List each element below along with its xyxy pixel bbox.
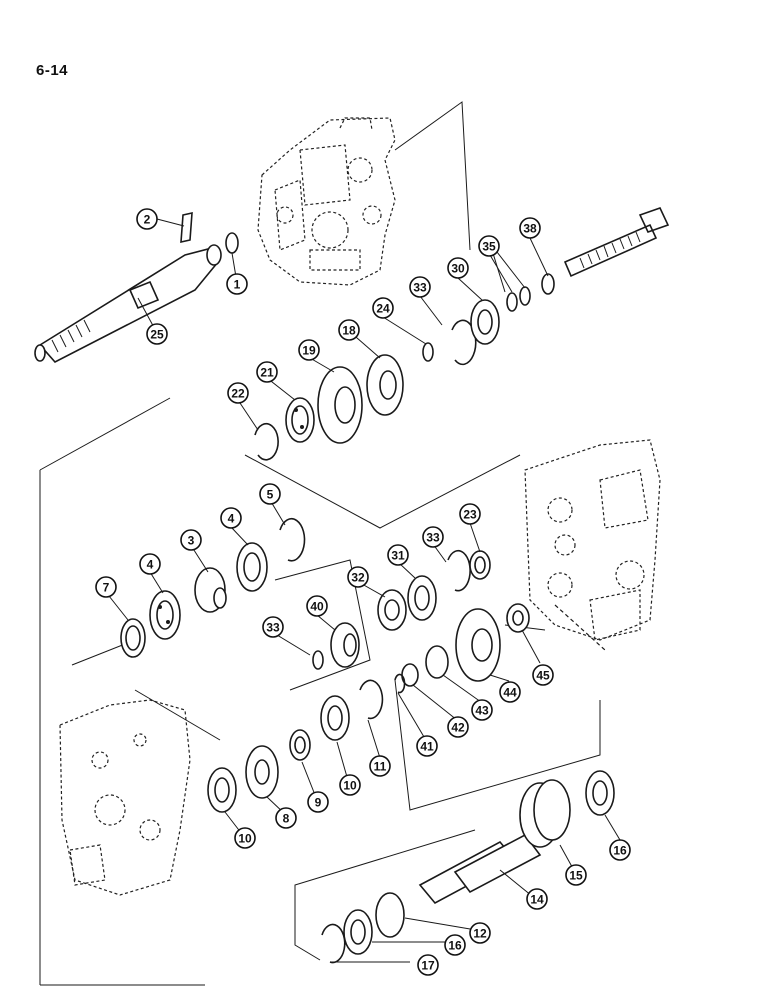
callout-23: 23	[459, 503, 481, 525]
callout-40: 40	[306, 595, 328, 617]
callout-layer: 2125383530332418192122543472333313240334…	[95, 208, 631, 976]
right-housing-illustration	[524, 439, 661, 641]
callout-31: 31	[387, 544, 409, 566]
callout-3: 3	[180, 529, 202, 551]
callout-33: 33	[262, 616, 284, 638]
callout-number: 19	[302, 344, 316, 358]
callout-41: 41	[416, 735, 438, 757]
callout-number: 44	[503, 686, 517, 700]
callout-number: 32	[351, 571, 365, 585]
callout-number: 45	[536, 669, 550, 683]
callout-1: 1	[226, 273, 248, 295]
callout-18: 18	[338, 319, 360, 341]
callout-number: 30	[451, 262, 465, 276]
lower-housing-illustration	[59, 699, 191, 896]
callout-4: 4	[220, 507, 242, 529]
callout-number: 16	[448, 939, 462, 953]
callout-24: 24	[372, 297, 394, 319]
callout-35: 35	[478, 235, 500, 257]
callout-8: 8	[275, 807, 297, 829]
callout-15: 15	[565, 864, 587, 886]
callout-number: 43	[475, 704, 489, 718]
callout-14: 14	[526, 888, 548, 910]
callout-number: 12	[473, 927, 487, 941]
callout-33: 33	[422, 526, 444, 548]
leader-lines	[108, 218, 621, 963]
callout-17: 17	[417, 954, 439, 976]
callout-number: 21	[260, 366, 274, 380]
callout-43: 43	[471, 699, 493, 721]
callout-number: 24	[376, 302, 390, 316]
callout-12: 12	[469, 922, 491, 944]
callout-number: 35	[482, 240, 496, 254]
callout-number: 11	[374, 760, 387, 774]
callout-number: 25	[150, 328, 164, 342]
callout-number: 42	[451, 721, 465, 735]
callout-42: 42	[447, 716, 469, 738]
callout-38: 38	[519, 217, 541, 239]
callout-number: 4	[228, 512, 235, 526]
callout-number: 40	[310, 600, 324, 614]
callout-number: 10	[343, 779, 357, 793]
callout-16: 16	[444, 934, 466, 956]
callout-33: 33	[409, 276, 431, 298]
callout-number: 17	[421, 959, 435, 973]
callout-number: 14	[530, 893, 544, 907]
output-shaft-assembly	[321, 770, 615, 964]
callout-number: 41	[420, 740, 434, 754]
middle-gear-stack	[120, 517, 530, 813]
input-shaft	[34, 244, 222, 363]
callout-30: 30	[447, 257, 469, 279]
callout-2: 2	[136, 208, 158, 230]
callout-number: 15	[569, 869, 583, 883]
callout-number: 9	[315, 796, 322, 810]
callout-number: 4	[147, 558, 154, 572]
callout-7: 7	[95, 576, 117, 598]
housing-leader-top	[394, 101, 471, 251]
callout-10: 10	[234, 827, 256, 849]
callout-number: 3	[188, 534, 195, 548]
upper-gear-stack	[254, 273, 555, 461]
callout-number: 18	[342, 324, 356, 338]
callout-number: 22	[231, 387, 245, 401]
upper-right-shaft	[563, 207, 670, 278]
callout-25: 25	[146, 323, 168, 345]
callout-number: 10	[238, 832, 252, 846]
callout-32: 32	[347, 566, 369, 588]
callout-19: 19	[298, 339, 320, 361]
callout-number: 38	[523, 222, 537, 236]
callout-16: 16	[609, 839, 631, 861]
callout-9: 9	[307, 791, 329, 813]
pin	[180, 211, 193, 244]
callout-4: 4	[139, 553, 161, 575]
snap-ring	[225, 232, 239, 254]
callout-11: 11	[369, 755, 391, 777]
callout-number: 7	[103, 581, 110, 595]
callout-5: 5	[259, 483, 281, 505]
callout-number: 31	[391, 549, 405, 563]
callout-21: 21	[256, 361, 278, 383]
callout-number: 2	[144, 213, 151, 227]
callout-number: 1	[234, 278, 241, 292]
callout-number: 33	[413, 281, 427, 295]
callout-number: 16	[613, 844, 627, 858]
callout-10: 10	[339, 774, 361, 796]
callout-22: 22	[227, 382, 249, 404]
callout-44: 44	[499, 681, 521, 703]
callout-number: 33	[426, 531, 440, 545]
callout-number: 33	[266, 621, 280, 635]
assembly-outline-lines	[39, 397, 606, 986]
callout-number: 8	[283, 812, 290, 826]
upper-housing-illustration	[257, 117, 396, 286]
callout-number: 23	[463, 508, 477, 522]
page-number: 6-14	[36, 62, 69, 79]
callout-45: 45	[532, 664, 554, 686]
callout-number: 5	[267, 488, 274, 502]
